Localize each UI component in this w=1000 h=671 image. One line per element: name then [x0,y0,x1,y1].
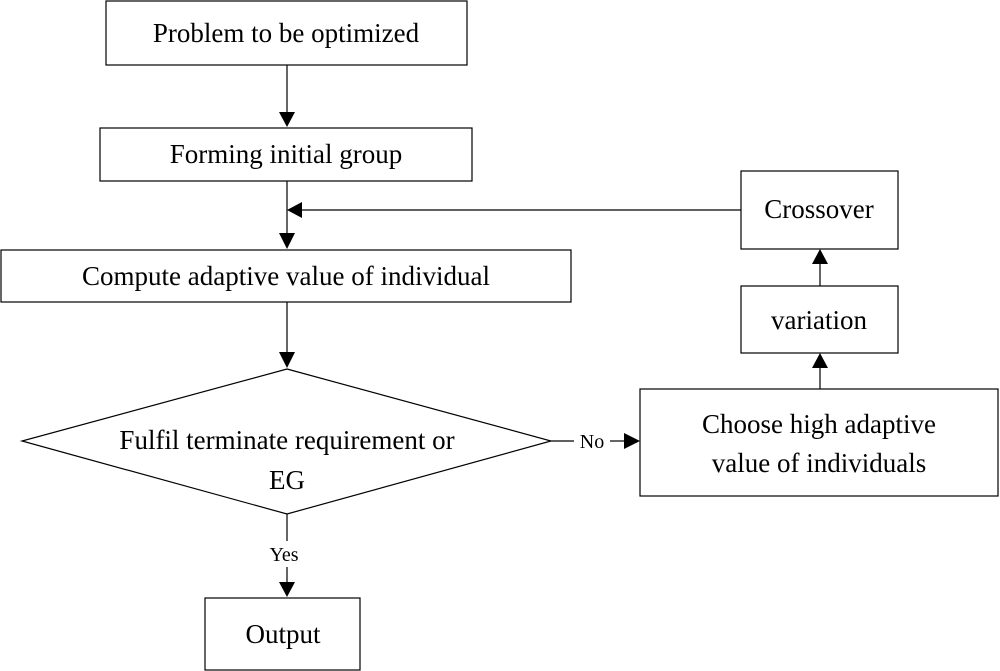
node-variation-box [740,285,899,354]
node-crossover-label: Crossover [764,194,874,224]
node-output-label: Output [245,619,321,649]
edge-label-no: No [580,431,604,453]
node-crossover-box [740,170,899,250]
arrowhead-initial-icon [279,112,295,127]
arrowhead-choose-icon [624,433,640,449]
node-variation: variation [740,285,899,354]
arrowhead-crossover-icon [812,249,828,264]
node-compute: Compute adaptive value of individual [0,249,572,303]
node-initial-group-label: Forming initial group [170,139,403,169]
node-problem-label: Problem to be optimized [153,18,420,48]
arrowhead-loop-icon [287,202,302,218]
node-decision-diamond [19,368,554,515]
node-compute-label: Compute adaptive value of individual [82,261,490,291]
arrowhead-compute-icon [279,233,295,249]
edge-label-yes: Yes [269,544,298,566]
node-choose-box [639,388,999,497]
node-output: Output [204,597,361,671]
node-compute-box [0,249,572,303]
arrowhead-variation-icon [812,353,828,368]
node-crossover: Crossover [740,170,899,250]
node-decision-label-line1: Fulfil terminate requirement or [119,425,454,455]
node-problem-box [105,0,468,66]
node-choose-label-line1: Choose high adaptive [702,409,936,439]
node-output-box [204,597,361,671]
node-choose: Choose high adaptive value of individual… [639,388,999,497]
node-choose-label-line2: value of individuals [712,448,926,478]
node-decision: Fulfil terminate requirement or EG [19,368,554,515]
arrowhead-decision-icon [279,352,295,368]
node-initial-group-box [99,127,473,182]
edges [279,65,828,597]
node-variation-label: variation [771,305,867,335]
node-initial-group: Forming initial group [99,127,473,182]
node-decision-label-line2: EG [269,465,305,495]
node-problem: Problem to be optimized [105,0,468,66]
arrowhead-output-icon [279,582,295,597]
